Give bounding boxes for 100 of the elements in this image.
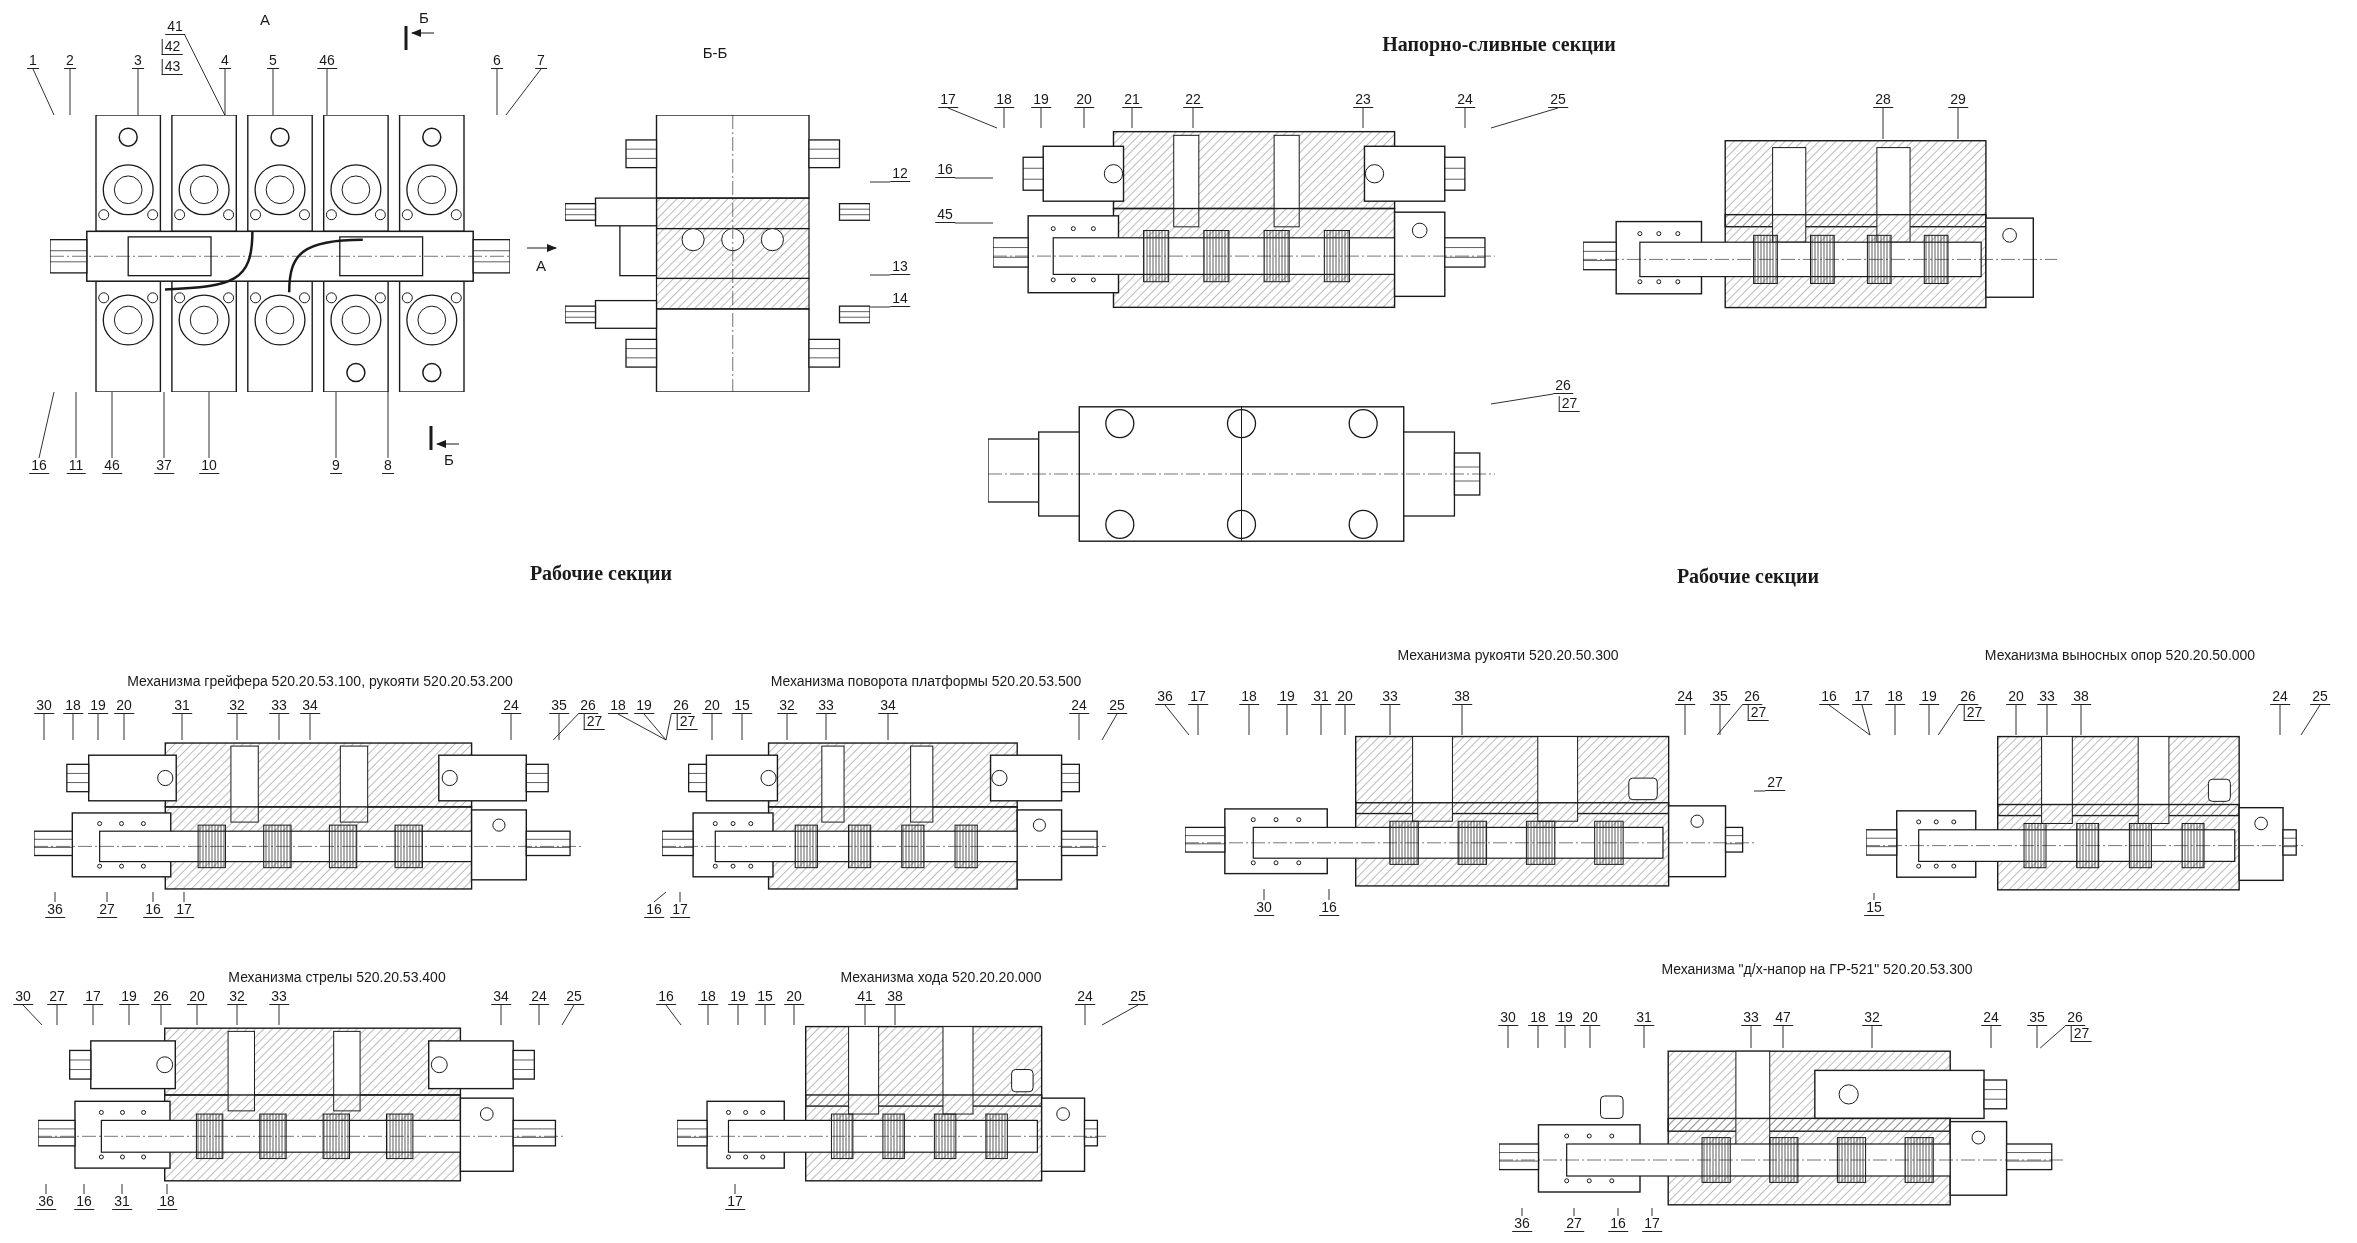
callout-number: 20 (702, 698, 722, 714)
view-caption: Механизма стрелы 520.20.53.400 (228, 968, 446, 986)
callout-number: 17 (938, 92, 958, 108)
view-mark: Б (444, 449, 454, 470)
leader-line (558, 713, 560, 741)
callout-number: 20 (1580, 1010, 1600, 1026)
view-mark: Б (419, 7, 429, 28)
callout-number: 32 (777, 698, 797, 714)
leader-line (1083, 107, 1085, 129)
callout-number: 20 (1074, 92, 1094, 108)
leader-line (2039, 1025, 2066, 1049)
view-caption: Механизма хода 520.20.20.000 (840, 968, 1042, 986)
callout-number: 35 (1710, 689, 1730, 705)
section-title: Рабочие секции (1676, 564, 1820, 589)
callout-number: 18 (608, 698, 628, 714)
leader-line (1040, 107, 1042, 129)
callout-number: 27 (1558, 396, 1580, 412)
callout-number: 33 (269, 698, 289, 714)
leader-line (1564, 1025, 1566, 1049)
callout-number: 17 (83, 989, 103, 1005)
callout-number: 2 (64, 53, 76, 69)
callout-number: 18 (698, 989, 718, 1005)
callout-number: 27 (2070, 1026, 2092, 1042)
callout-number: 41 (855, 989, 875, 1005)
callout-number: 38 (1452, 689, 1472, 705)
leader-line (505, 68, 542, 116)
callout-number: 24 (529, 989, 549, 1005)
leader-line (1389, 704, 1391, 736)
callout-number: 26 (1553, 378, 1573, 394)
leader-line (2279, 704, 2281, 736)
callout-number: 19 (634, 698, 654, 714)
callout-number: 24 (501, 698, 521, 714)
leader-line (1464, 107, 1466, 129)
section-title: Рабочие секции (529, 561, 673, 586)
view-caption: Механизма выносных опор 520.20.50.000 (1984, 646, 2256, 664)
leader-line (121, 1183, 123, 1195)
callout-number: 46 (102, 458, 122, 474)
leader-line (1753, 790, 1766, 792)
view-caption: Механизма "д/х-напор на ГР-521" 520.20.53.300 (1661, 960, 1973, 978)
callout-number: 9 (330, 458, 342, 474)
callout-number: 20 (187, 989, 207, 1005)
leader-line (160, 1004, 162, 1026)
leader-line (734, 1183, 736, 1195)
callout-number: 42 (161, 39, 183, 55)
leader-line (2080, 704, 2082, 736)
leader-line (786, 713, 788, 741)
leader-line (45, 1183, 47, 1195)
leader-line (741, 713, 743, 741)
callout-number: 24 (1455, 92, 1475, 108)
leader-line (1131, 107, 1133, 129)
callout-number: 47 (1773, 1010, 1793, 1026)
callout-number: 21 (1122, 92, 1142, 108)
leader-line (1248, 704, 1250, 736)
leader-line (111, 391, 113, 459)
callout-number: 19 (1919, 689, 1939, 705)
callout-number: 6 (491, 53, 503, 69)
leader-line (1101, 713, 1118, 741)
leader-line (123, 713, 125, 741)
leader-line (869, 274, 891, 276)
callout-number: 26 (1742, 689, 1762, 705)
leader-line (224, 68, 226, 116)
callout-number: 28 (1873, 92, 1893, 108)
callout-number: 18 (157, 1194, 177, 1210)
callout-number: 33 (816, 698, 836, 714)
leader-line (864, 1004, 866, 1026)
leader-line (196, 1004, 198, 1026)
leader-line (764, 1004, 766, 1026)
callout-number: 36 (36, 1194, 56, 1210)
leader-line (236, 713, 238, 741)
callout-number: 17 (174, 902, 194, 918)
valve-section-drawing (677, 1025, 1106, 1184)
callout-number: 14 (890, 291, 910, 307)
leader-line (43, 713, 45, 741)
callout-number: 34 (491, 989, 511, 1005)
callout-number: 38 (2071, 689, 2091, 705)
leader-line (1320, 704, 1322, 736)
callout-number: 31 (172, 698, 192, 714)
view-mark: А (260, 9, 270, 30)
leader-line (166, 1183, 168, 1195)
callout-number: 22 (1183, 92, 1203, 108)
callout-number: 26 (151, 989, 171, 1005)
leader-line (97, 713, 99, 741)
callout-number: 16 (74, 1194, 94, 1210)
leader-line (208, 391, 210, 459)
leader-line (1684, 704, 1686, 736)
leader-line (2015, 704, 2017, 736)
view-caption: Механизма поворота платформы 520.20.53.500 (770, 672, 1082, 690)
leader-line (1828, 704, 1871, 736)
leader-line (561, 1004, 575, 1026)
leader-line (1286, 704, 1288, 736)
callout-number: 11 (66, 458, 86, 474)
leader-line (152, 891, 154, 903)
callout-number: 17 (1188, 689, 1208, 705)
leader-line (83, 1183, 85, 1195)
callout-number: 30 (1254, 900, 1274, 916)
callout-number: 31 (112, 1194, 132, 1210)
callout-number: 36 (1512, 1216, 1532, 1232)
leader-line (894, 1004, 896, 1026)
callout-number: 24 (1981, 1010, 2001, 1026)
leader-line (106, 891, 108, 903)
